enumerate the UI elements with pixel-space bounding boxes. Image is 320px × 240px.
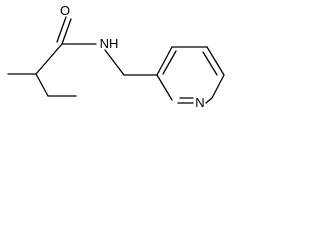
- bond-branch-carbonyl: [35, 43, 63, 75]
- amide-nitrogen-label: NH: [100, 36, 119, 51]
- bond-nitrogen-ch2: [104, 49, 125, 76]
- ring-bond-c2-c3: [156, 46, 173, 76]
- ring-bond-n-c2: [156, 74, 173, 101]
- structure-canvas: O NH N: [0, 0, 246, 120]
- oxygen-atom-label: O: [60, 3, 70, 18]
- ring-bond-c4-c5: [206, 46, 225, 76]
- ring-bond-c6-link: [205, 97, 213, 104]
- ring-bond-c5-c6: [211, 74, 225, 99]
- ring-nitrogen-label: N: [195, 95, 204, 110]
- bond-carbonyl-oxygen-1: [61, 18, 72, 45]
- ring-bond-c4-c5-inner: [202, 51, 218, 76]
- ring-bond-c2-c3-inner: [162, 50, 177, 75]
- bond-carbonyl-oxygen-2: [56, 16, 67, 43]
- bond-branch-ch2: [35, 73, 49, 97]
- skeletal-structure-diagram: O NH N: [7, 3, 225, 110]
